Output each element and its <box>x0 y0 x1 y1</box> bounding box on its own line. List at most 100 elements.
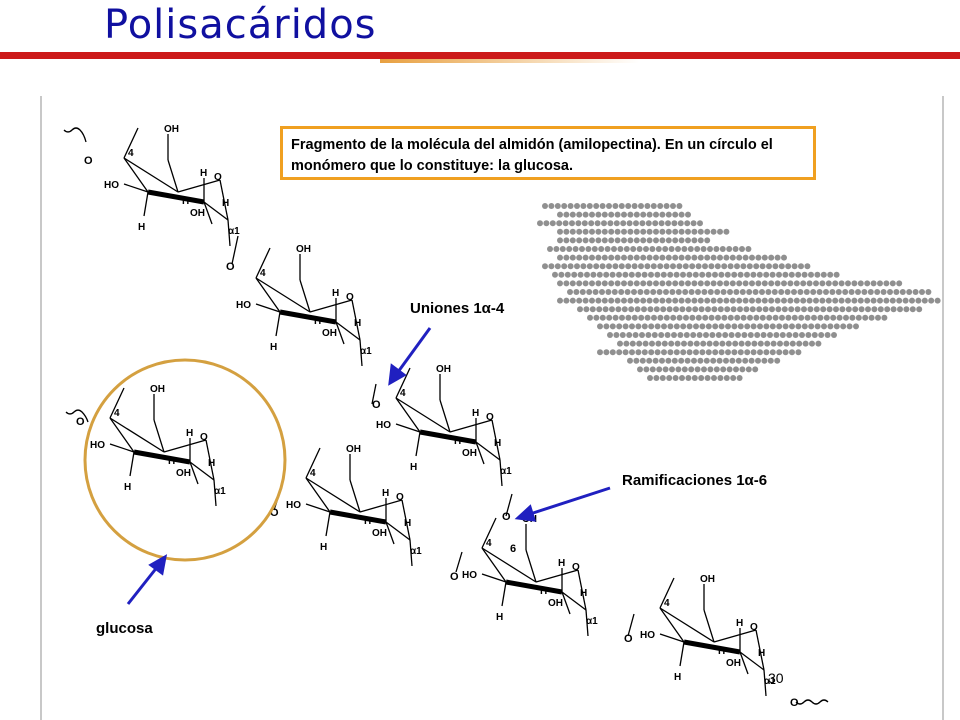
dot-unit <box>809 340 815 347</box>
dot-unit <box>612 263 619 270</box>
dot-unit <box>753 314 760 321</box>
dot-unit <box>699 323 706 330</box>
dot-unit <box>631 314 638 321</box>
dot-unit <box>909 297 915 304</box>
bond-line <box>189 461 215 481</box>
dot-unit <box>580 203 587 209</box>
dot-unit <box>704 297 711 304</box>
dot-unit <box>781 280 787 287</box>
dot-unit <box>629 340 636 347</box>
dot-unit <box>761 357 768 364</box>
dot-unit <box>682 289 689 295</box>
atom-label: H <box>364 516 371 527</box>
bond-line <box>335 321 345 345</box>
dot-unit <box>749 254 755 261</box>
dot-unit <box>681 246 688 252</box>
dot-unit <box>641 306 647 313</box>
dot-unit <box>710 280 717 287</box>
dot-unit <box>670 263 676 270</box>
dot-unit <box>845 306 852 313</box>
dot-unit <box>627 357 633 364</box>
atom-label: H <box>270 342 277 353</box>
dot-unit <box>737 323 744 330</box>
atom-label: H <box>124 482 131 493</box>
bond-line <box>255 303 281 313</box>
dot-unit <box>679 306 686 313</box>
dot-unit <box>744 271 750 278</box>
dot-unit <box>577 271 584 278</box>
dot-unit <box>675 246 681 252</box>
dot-unit <box>644 263 651 270</box>
dot-unit <box>893 289 900 295</box>
dot-unit <box>827 271 834 278</box>
dot-unit <box>576 211 583 218</box>
dot-unit <box>700 246 707 252</box>
dot-unit <box>597 349 603 356</box>
atom-label: 6 <box>510 543 516 555</box>
dot-unit <box>659 297 666 304</box>
dot-unit <box>797 289 804 295</box>
dot-unit <box>769 271 776 278</box>
dot-unit <box>595 254 602 261</box>
dot-unit <box>563 297 570 304</box>
atom-label: H <box>472 408 479 419</box>
dot-unit <box>576 228 583 235</box>
dot-unit <box>811 314 817 321</box>
dot-unit <box>813 297 819 304</box>
dot-unit <box>771 289 778 295</box>
dot-unit <box>808 323 815 330</box>
dot-unit <box>877 297 883 304</box>
bond-line <box>683 639 741 655</box>
dot-unit <box>653 280 659 287</box>
dot-unit <box>795 349 802 356</box>
dot-unit <box>561 263 568 270</box>
dot-unit <box>784 289 791 295</box>
atom-label: O <box>346 292 354 303</box>
dot-unit <box>781 254 787 261</box>
dot-unit <box>557 280 563 287</box>
dot-unit <box>556 220 563 227</box>
dot-unit <box>855 314 862 321</box>
dot-unit <box>710 254 717 261</box>
dot-unit <box>542 263 548 270</box>
dot-unit <box>579 289 586 295</box>
dot-unit <box>736 375 743 381</box>
dot-unit <box>755 297 762 304</box>
dot-unit <box>631 289 637 295</box>
dot-unit <box>646 280 653 287</box>
dot-unit <box>697 280 704 287</box>
dot-unit <box>804 263 811 270</box>
dot-unit <box>621 306 628 313</box>
bond-line <box>395 397 451 433</box>
dot-unit <box>814 323 821 330</box>
dot-unit <box>785 263 792 270</box>
dot-unit <box>806 297 813 304</box>
dot-unit <box>686 323 693 330</box>
bond-line <box>147 189 205 205</box>
dot-unit <box>595 237 602 244</box>
dot-unit <box>653 237 659 244</box>
dot-unit <box>763 349 770 356</box>
chain-end-wavy <box>795 699 829 705</box>
dot-unit <box>775 306 782 313</box>
atom-label: α1 <box>228 226 240 237</box>
dot-unit <box>648 323 655 330</box>
dot-unit <box>722 332 729 338</box>
dot-unit <box>823 314 830 321</box>
dot-unit <box>612 203 619 209</box>
dot-unit <box>769 349 776 356</box>
dot-unit <box>836 314 843 321</box>
dot-unit <box>789 349 795 356</box>
dot-unit <box>875 314 881 321</box>
dot-unit <box>717 254 723 261</box>
dot-unit <box>727 289 733 295</box>
dot-unit <box>659 211 666 218</box>
bond-line <box>739 651 765 671</box>
dot-unit <box>896 280 903 287</box>
dot-unit <box>557 211 563 218</box>
dot-unit <box>668 246 675 252</box>
dot-unit <box>579 246 585 252</box>
dot-unit <box>543 220 550 227</box>
dot-unit <box>721 314 728 321</box>
dot-unit <box>601 297 608 304</box>
